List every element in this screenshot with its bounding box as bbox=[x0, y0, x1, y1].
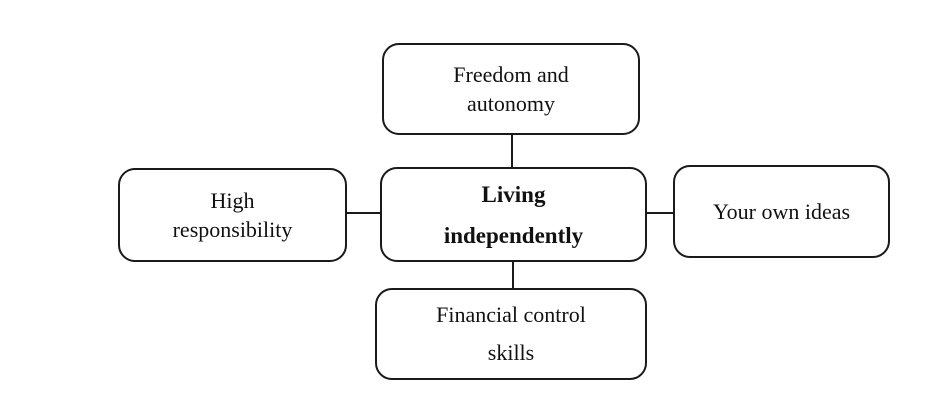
node-your-own-ideas: Your own ideas bbox=[673, 165, 890, 258]
connector-center-to-left bbox=[345, 212, 381, 214]
node-freedom-and-autonomy: Freedom and autonomy bbox=[382, 43, 640, 135]
node-label-line: responsibility bbox=[172, 217, 293, 242]
node-living-independently: Living independently bbox=[380, 167, 647, 262]
node-financial-control-skills: Financial control skills bbox=[375, 288, 647, 380]
node-label-line: Your own ideas bbox=[712, 199, 851, 224]
node-label-line: High bbox=[210, 188, 255, 213]
node-label-line: Financial control bbox=[436, 302, 586, 327]
node-label-line: autonomy bbox=[467, 91, 555, 116]
node-label-line: skills bbox=[487, 340, 535, 365]
node-label-line: independently bbox=[443, 222, 584, 248]
connector-center-to-right bbox=[646, 212, 674, 214]
connector-center-to-top bbox=[511, 134, 513, 168]
node-high-responsibility: High responsibility bbox=[118, 168, 347, 262]
connector-center-to-bottom bbox=[512, 261, 514, 289]
node-label-line: Living bbox=[481, 181, 546, 207]
node-label-line: Freedom and bbox=[453, 62, 569, 87]
